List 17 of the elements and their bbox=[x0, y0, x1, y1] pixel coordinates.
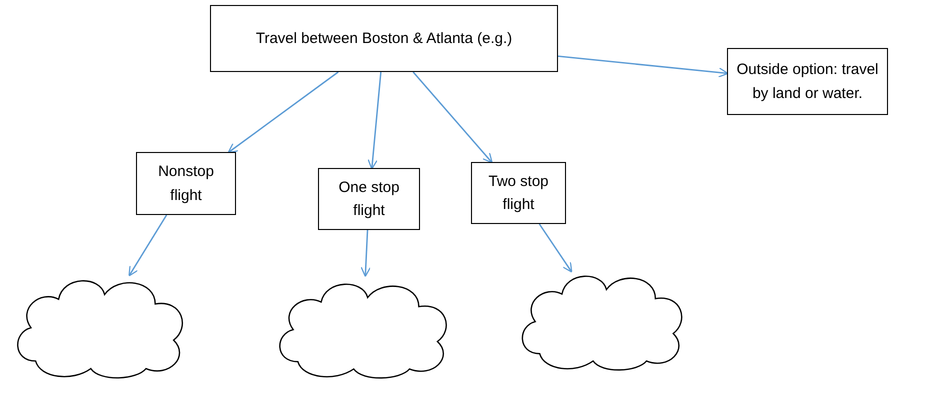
arrow bbox=[228, 71, 339, 154]
process-box bbox=[318, 168, 420, 230]
process-box bbox=[210, 5, 558, 72]
arrow bbox=[538, 224, 572, 273]
arrow bbox=[128, 214, 168, 276]
node-text: Outside option: travel by land or water. bbox=[736, 60, 879, 104]
node-text: Travel between Boston & Atlanta (e.g.) bbox=[256, 28, 512, 49]
node-text: Two stop flight bbox=[487, 172, 550, 215]
node-text: Nonstop flight bbox=[157, 162, 215, 206]
arrow bbox=[412, 72, 493, 164]
arrow bbox=[360, 230, 371, 277]
process-box bbox=[471, 162, 566, 224]
arrow bbox=[368, 72, 382, 170]
arrow bbox=[558, 55, 728, 78]
node-text: One stop flight bbox=[338, 178, 400, 221]
process-box bbox=[136, 152, 236, 215]
process-box bbox=[727, 48, 888, 115]
